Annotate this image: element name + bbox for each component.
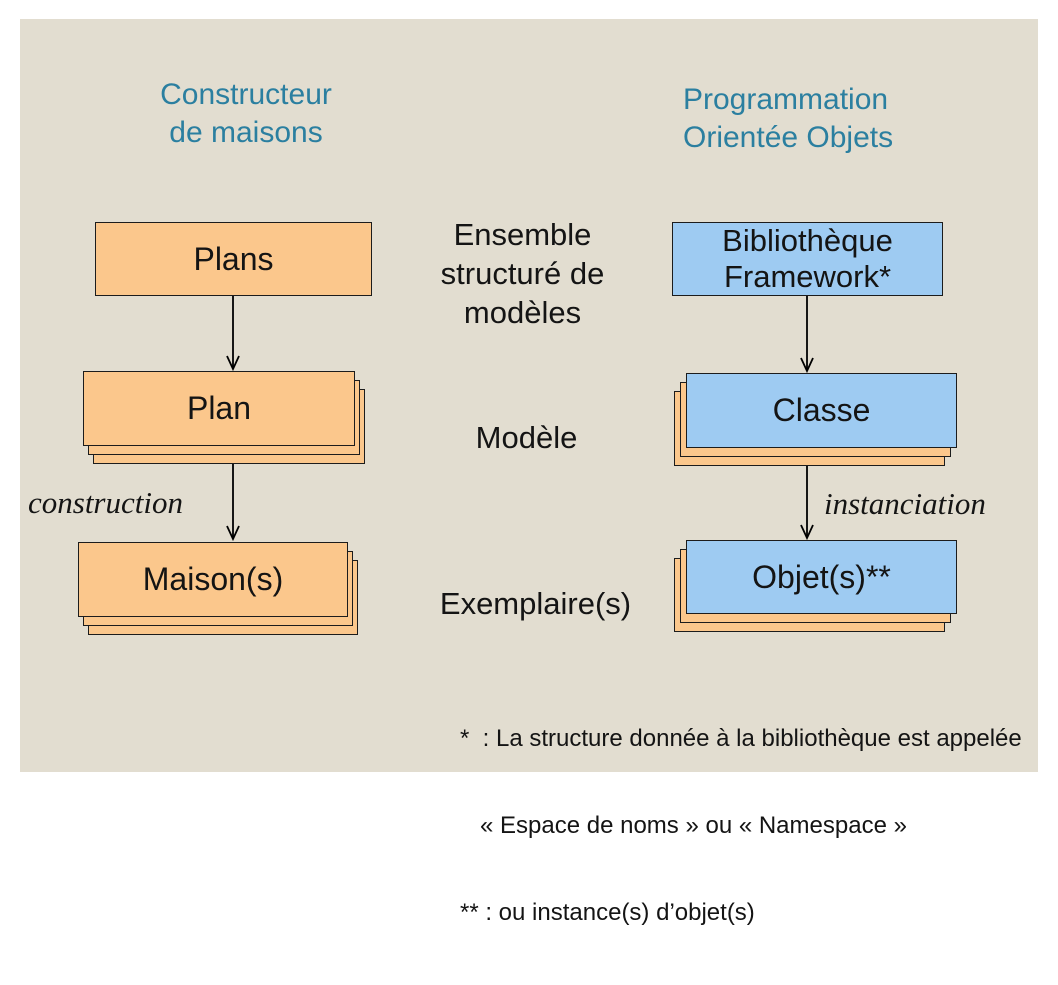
instanciation-label: instanciation <box>824 486 986 521</box>
footnote-line: * : La structure donnée à la bibliothèqu… <box>460 725 1022 752</box>
stack-classe: Classe <box>674 373 957 466</box>
footnote-line: « Espace de noms » ou « Namespace » <box>460 812 907 839</box>
right-column-title: Programmation Orientée Objets <box>683 83 894 154</box>
arrow-bibliotheque-to-classe <box>800 296 814 374</box>
stack-maison: Maison(s) <box>78 542 358 635</box>
box-plan: Plan <box>83 371 355 446</box>
box-classe: Classe <box>686 373 957 448</box>
middle-label-ensemble: Ensemble structuré de modèles <box>440 217 605 330</box>
left-column-title: Constructeur de maisons <box>160 78 332 149</box>
slide-canvas: Constructeur de maisons Programmation Or… <box>20 19 1038 926</box>
footnote-line: ** : ou instance(s) d’objet(s) <box>460 899 755 926</box>
stack-plan: Plan <box>83 371 365 464</box>
box-objet: Objet(s)** <box>686 540 957 614</box>
middle-label-exemplaire: Exemplaire(s) <box>439 586 632 621</box>
footnotes-block: * : La structure donnée à la bibliothèqu… <box>460 666 1022 985</box>
construction-label: construction <box>28 485 183 520</box>
middle-label-modele: Modèle <box>475 420 578 455</box>
slide-background-panel: Constructeur de maisons Programmation Or… <box>20 19 1038 926</box>
arrow-plans-to-plan <box>226 296 240 372</box>
box-maison: Maison(s) <box>78 542 348 617</box>
stack-objet: Objet(s)** <box>674 540 957 632</box>
box-bibliotheque-framework: Bibliothèque Framework* <box>672 222 943 296</box>
box-plans: Plans <box>95 222 372 296</box>
